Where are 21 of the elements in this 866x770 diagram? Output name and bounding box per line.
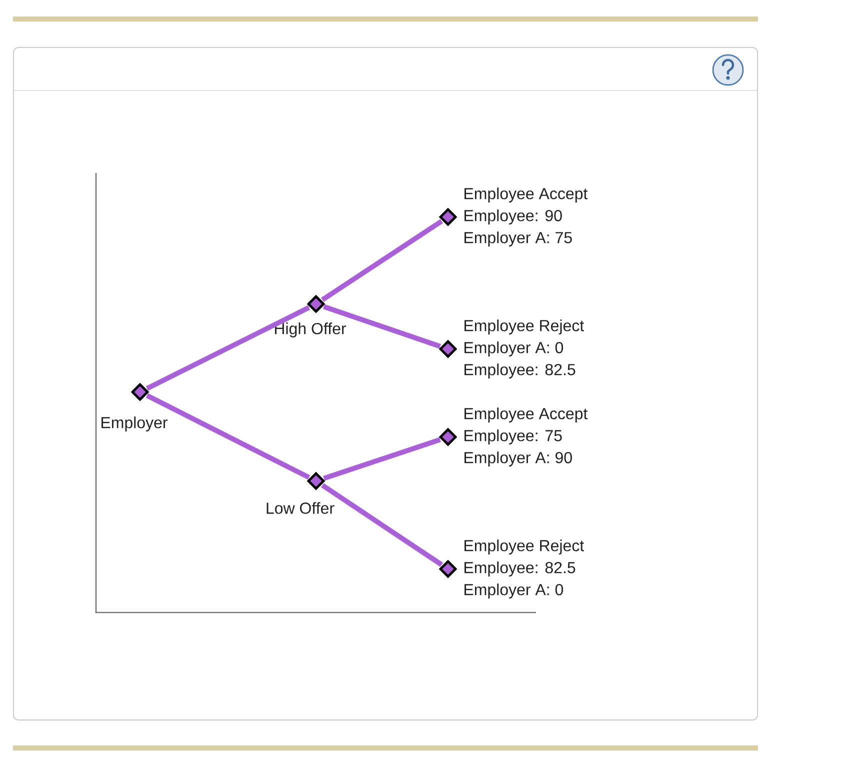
payoff-label: Employer A: 75 [464, 232, 572, 246]
branch-line [323, 304, 441, 349]
branch-line [321, 219, 443, 302]
payoff-label: Employee: 82.5 [464, 364, 576, 378]
node-label: Employer [102, 416, 168, 432]
branch-line [320, 483, 444, 567]
payoff-label: Employer A: 90 [464, 452, 572, 466]
branch-line [146, 305, 310, 391]
payoff-label: Employee: 82.5 [464, 562, 576, 576]
outcome-label: Employee Accept [464, 408, 588, 422]
payoff-label: Employer A: 0 [464, 342, 564, 356]
outcome-label: Employee Reject [464, 540, 584, 554]
branch-line [146, 393, 310, 480]
branch-line [323, 437, 441, 481]
payoff-label: Employee: 90 [464, 210, 562, 224]
node-label: High Offer [275, 322, 346, 338]
node-label: Low Offer [266, 502, 334, 514]
payoff-label: Employer A: 0 [464, 584, 564, 598]
outcome-label: Employee Reject [464, 320, 584, 334]
payoff-label: Employee: 75 [464, 430, 562, 444]
outcome-label: Employee Accept [464, 188, 588, 202]
